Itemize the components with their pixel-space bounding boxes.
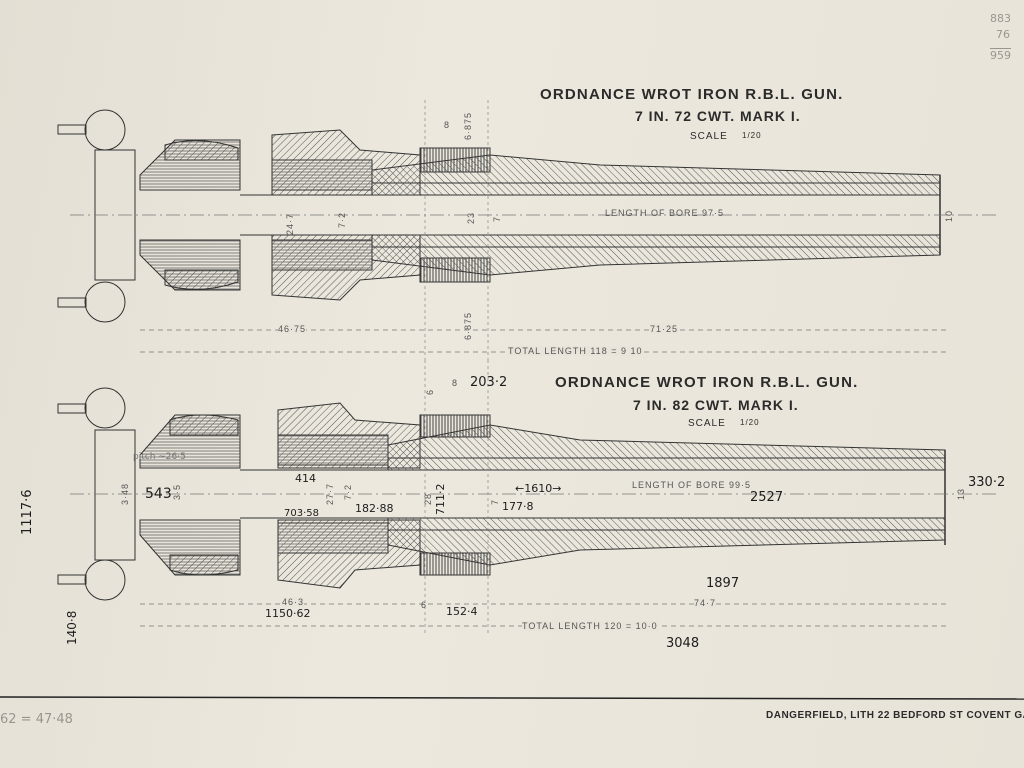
gun-82-chamber-dia: 27·7 — [325, 482, 335, 505]
gun-72-chase-length: 71·25 — [650, 324, 679, 334]
gun-82-bore-7: 7 — [490, 498, 500, 505]
gun-72-title: ORDNANCE WROT IRON R.B.L. GUN. — [540, 86, 844, 103]
gun-82-breech-length-mm: 1150·62 — [265, 607, 311, 620]
gun-82-chase-length-mm: 1897 — [706, 576, 740, 591]
gun-82-trunnion-bottom: 6 — [421, 600, 428, 610]
gun-82-muzzle-mm: 330·2 — [968, 475, 1006, 490]
gun-82-scale-label: SCALE — [688, 418, 726, 429]
gun-82-trunnion-bottom-mm: 152·4 — [446, 605, 478, 618]
gun-82-section — [57, 360, 1000, 635]
gun-82-title: ORDNANCE WROT IRON R.B.L. GUN. — [555, 374, 859, 391]
gun-82-bore-7-mm: 177·8 — [502, 500, 534, 513]
gun-82-trunnion-dia-mm: 711·2 — [434, 483, 447, 516]
gun-82-muzzle: 13 — [956, 487, 966, 500]
pencil-note: 62 = 47·48 — [0, 712, 73, 727]
gun-72-scale-label: SCALE — [690, 131, 728, 142]
gun-82-bore-mm: 2527 — [750, 490, 784, 505]
gun-72-breech-length: 46·75 — [278, 324, 307, 334]
gun-72-chamber-dia: 24·7 — [285, 212, 295, 235]
gun-72-subtitle: 7 IN. 72 CWT. MARK I. — [635, 108, 801, 124]
gun-72-trunnion-top: 6·875 — [463, 111, 473, 140]
gun-72-scale-value: 1/20 — [742, 131, 762, 140]
gun-82-chamber-mm: 703·58 — [284, 508, 319, 519]
gun-82-chase-length: 74·7 — [694, 598, 717, 608]
gun-82-pitch: pitch ~26·5 — [133, 452, 186, 462]
corner-note-mid: 76 — [996, 28, 1010, 41]
gun-82-bore-label: LENGTH OF BORE 99·5 — [632, 480, 752, 490]
gun-72-section — [57, 100, 1000, 360]
gun-82-scale-value: 1/20 — [740, 418, 760, 427]
gun-82-breech-screw: 543 — [145, 486, 172, 502]
gun-82-breech-length: 46·3 — [282, 597, 305, 607]
gun-82-bore-dia: 7·2 — [343, 483, 353, 500]
gun-82-trunnion-mm: 203·2 — [470, 375, 508, 390]
gun-82-chamber-length: 414 — [295, 472, 316, 485]
gun-72-bore-label: LENGTH OF BORE 97·5 — [605, 208, 725, 218]
gun-82-total-length: TOTAL LENGTH 120 = 10·0 — [522, 621, 658, 631]
gun-82-total-mm: 3048 — [666, 636, 700, 651]
gun-82-vent-a: 3·48 — [120, 482, 130, 505]
gun-82-bore-arrow: ←1610→ — [515, 482, 562, 495]
gun-72-bore-dia: 7·2 — [337, 211, 347, 228]
gun-72-trunnion-width: 8 — [444, 120, 451, 130]
corner-note-top: 883 — [990, 12, 1011, 25]
gun-82-trunnion-height: 6 — [425, 388, 435, 395]
gun-82-vent-b: 3·5 — [172, 483, 182, 500]
gun-82-handle-mm: 140·8 — [65, 610, 79, 645]
gun-82-trunnion-dia: 28 — [423, 492, 433, 505]
gun-72-trunnion-bottom: 6·875 — [463, 311, 473, 340]
gun-72-total-length: TOTAL LENGTH 118 = 9 10 — [508, 346, 643, 356]
corner-note-bottom: 959 — [990, 48, 1011, 62]
footer-rule — [0, 696, 1024, 700]
gun-82-trunnion-width: 8 — [452, 378, 459, 388]
gun-82-bore-dia-mm: 182·88 — [355, 502, 394, 515]
gun-72-bore-7: 7 — [492, 215, 502, 222]
printer-credit: DANGERFIELD, LITH 22 BEDFORD ST COVENT G… — [766, 710, 1024, 721]
gun-72-trunnion-dia: 23 — [466, 211, 476, 224]
gun-72-muzzle: 10 — [944, 209, 954, 222]
gun-82-subtitle: 7 IN. 82 CWT. MARK I. — [633, 397, 799, 413]
gun-82-height-mm: 1117·6 — [20, 489, 35, 536]
